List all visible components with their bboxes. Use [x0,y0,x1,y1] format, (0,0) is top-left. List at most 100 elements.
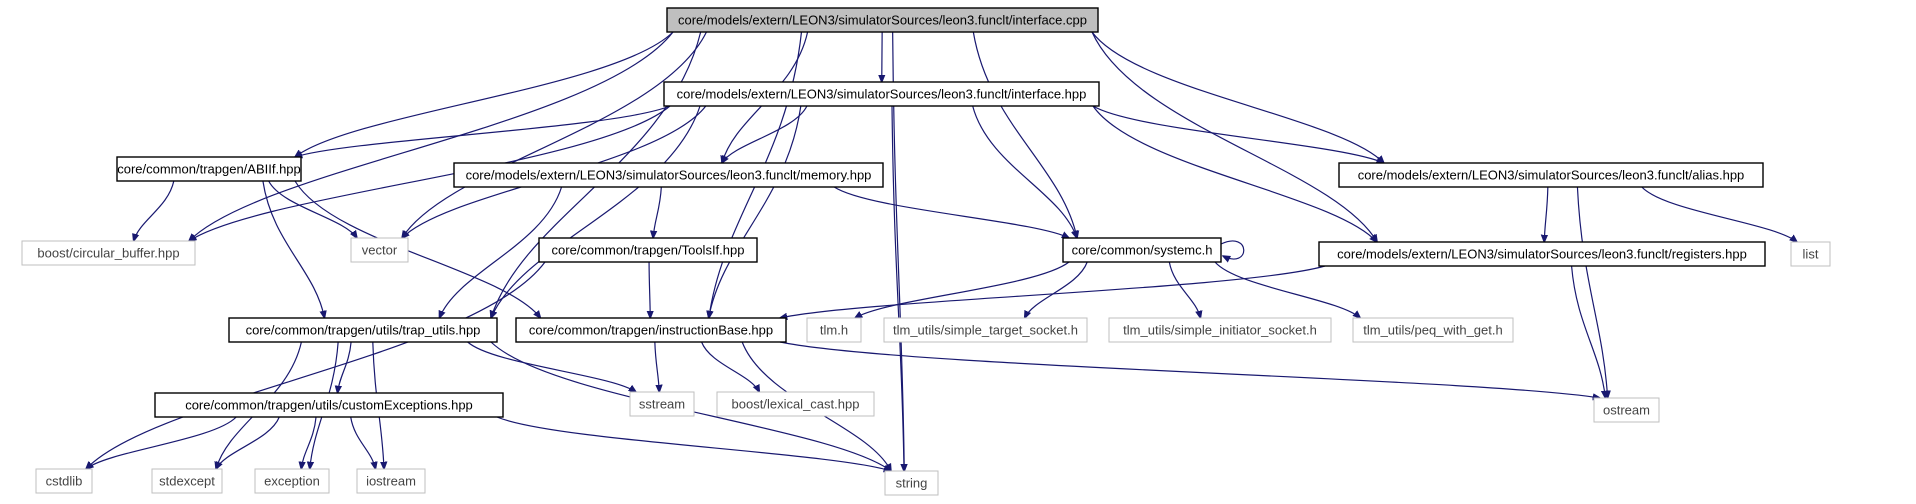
node-instrbase[interactable]: core/common/trapgen/instructionBase.hpp [515,317,787,343]
node-box [716,391,875,417]
edge-memory-to-toolsif [653,186,662,238]
edge-registers-to-instrbase [780,265,1326,318]
edge-abiif-to-traputils [262,180,325,318]
node-abiif[interactable]: core/common/trapgen/ABIIf.hpp [116,156,302,182]
node-label: exception [264,474,320,489]
edge-iface_hpp-to-string [891,105,904,471]
node-label: core/models/extern/LEON3/simulatorSource… [677,87,1087,102]
edge-toolsif-to-cstdlib [86,261,546,469]
edge-customexc-to-cstdlib [86,416,237,469]
edge-memory-to-traputils [439,186,563,318]
node-box [1352,317,1514,343]
edge-iface_hpp-to-traputils [491,105,701,318]
node-ostream: ostream [1593,397,1660,423]
node-label: core/models/extern/LEON3/simulatorSource… [466,168,872,183]
node-box [884,470,939,496]
edge-systemc-to-tlm_init [1168,261,1200,318]
edge-toolsif-to-instrbase [649,261,650,318]
node-box [356,468,426,494]
edge-iface_hpp-to-systemc [972,105,1077,238]
node-box [228,317,498,343]
node-stdexcept: stdexcept [151,468,223,494]
node-tlm_target: tlm_utils/simple_target_socket.h [883,317,1088,343]
edge-iface_hpp-to-registers [1092,105,1377,242]
node-lexcast: boost/lexical_cast.hpp [716,391,875,417]
node-toolsif[interactable]: core/common/trapgen/ToolsIf.hpp [538,237,758,263]
node-iface_hpp[interactable]: core/models/extern/LEON3/simulatorSource… [663,81,1100,107]
nodes-layer: core/models/extern/LEON3/simulatorSource… [21,7,1831,496]
node-tlmh: tlm.h [806,317,862,343]
edge-systemc-to-tlm_target [1025,261,1088,318]
node-label: stdexcept [159,474,215,489]
node-label: cstdlib [46,474,83,489]
node-vector: vector [350,237,409,263]
edge-customexc-to-exception [301,416,317,469]
node-label: list [1803,247,1819,262]
node-label: core/common/systemc.h [1072,243,1213,258]
node-box [116,156,302,182]
node-cstdlib: cstdlib [35,468,93,494]
node-sstream: sstream [629,391,695,417]
node-alias[interactable]: core/models/extern/LEON3/simulatorSource… [1338,162,1764,188]
node-box [1318,241,1766,267]
edge-traputils-to-sstream [467,341,636,392]
node-label: tlm.h [820,323,848,338]
node-label: string [896,476,928,491]
edge-systemc-to-tlmh [855,261,1070,318]
edge-root-to-systemc [972,31,1077,238]
node-label: iostream [366,474,416,489]
edge-customexc-to-iostream [350,416,376,469]
node-label: core/common/trapgen/utils/customExceptio… [185,398,473,413]
edge-traputils-to-customexc [338,341,352,393]
edge-root-to-vector [402,31,707,238]
node-circbuf: boost/circular_buffer.hpp [21,240,196,266]
edge-customexc-to-string [496,416,891,471]
edge-abiif-to-instrbase [294,180,541,318]
node-label: boost/lexical_cast.hpp [732,397,860,412]
node-box [538,237,758,263]
node-box [1790,241,1831,267]
node-exception: exception [254,468,330,494]
node-box [1593,397,1660,423]
node-box [350,237,409,263]
node-systemc[interactable]: core/common/systemc.h [1062,237,1222,263]
node-box [154,392,504,418]
node-label: core/models/extern/LEON3/simulatorSource… [1337,247,1747,262]
edge-iface_hpp-to-memory [722,105,808,163]
edge-registers-to-ostream [1570,265,1606,398]
node-memory[interactable]: core/models/extern/LEON3/simulatorSource… [453,162,884,188]
node-root[interactable]: core/models/extern/LEON3/simulatorSource… [666,7,1099,33]
node-box [1338,162,1764,188]
node-label: core/common/trapgen/ABIIf.hpp [117,162,301,177]
node-box [629,391,695,417]
edge-alias-to-registers [1544,186,1549,242]
node-label: core/models/extern/LEON3/simulatorSource… [678,13,1087,28]
node-box [1108,317,1332,343]
node-traputils[interactable]: core/common/trapgen/utils/trap_utils.hpp [228,317,498,343]
node-iostream: iostream [356,468,426,494]
node-registers[interactable]: core/models/extern/LEON3/simulatorSource… [1318,241,1766,267]
edge-abiif-to-vector [268,180,357,238]
node-box [21,240,196,266]
edge-memory-to-systemc [833,186,1069,238]
edge-alias-to-ostream [1576,186,1607,398]
node-customexc[interactable]: core/common/trapgen/utils/customExceptio… [154,392,504,418]
edge-root-to-abiif [295,31,674,157]
node-label: boost/circular_buffer.hpp [37,246,179,261]
edge-instrbase-to-lexcast [701,341,760,392]
node-label: vector [362,243,398,258]
edge-iface_hpp-to-alias [1092,105,1384,163]
node-label: core/common/trapgen/ToolsIf.hpp [552,243,745,258]
edge-alias-to-list [1641,186,1797,242]
edge-instrbase-to-ostream [779,341,1600,398]
node-box [883,317,1088,343]
node-box [35,468,93,494]
edge-systemc-to-tlm_peq [1214,261,1360,318]
node-label: tlm_utils/simple_target_socket.h [893,323,1078,338]
edge-root-to-registers [1091,31,1377,242]
edge-customexc-to-stdexcept [216,416,280,469]
node-label: tlm_utils/simple_initiator_socket.h [1123,323,1317,338]
node-box [1062,237,1222,263]
node-tlm_init: tlm_utils/simple_initiator_socket.h [1108,317,1332,343]
